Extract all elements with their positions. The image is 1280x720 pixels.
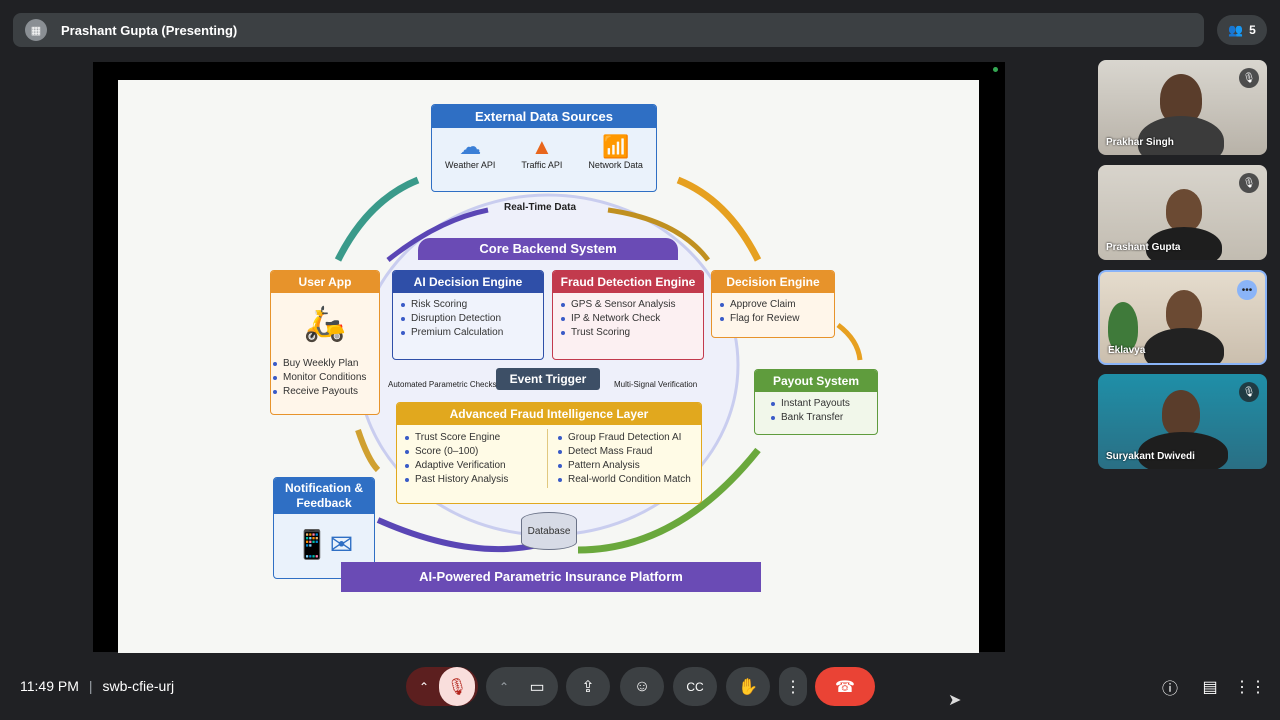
multi-signal-label: Multi-Signal Verification bbox=[614, 380, 698, 389]
more-vert-icon: ⋮ bbox=[785, 678, 801, 696]
mic-off-icon: 🎙 bbox=[1239, 382, 1259, 402]
advanced-fraud-title: Advanced Fraud Intelligence Layer bbox=[397, 403, 701, 425]
meeting-code: swb-cfie-urj bbox=[102, 678, 175, 694]
user-app-box: User App 🛵 Buy Weekly Plan Monitor Condi… bbox=[270, 270, 380, 415]
grid-icon: ⋮⋮ bbox=[1234, 679, 1266, 696]
participant-video bbox=[1162, 390, 1200, 436]
separator: | bbox=[88, 678, 93, 694]
mic-off-icon: 🎙 bbox=[1239, 68, 1259, 88]
reactions-button[interactable]: ☺ bbox=[620, 667, 664, 706]
realtime-label: Real-Time Data bbox=[504, 202, 577, 213]
chevron-up-icon[interactable]: ⌃ bbox=[418, 679, 430, 694]
present-screen-icon: ⇪ bbox=[581, 678, 595, 696]
more-options-button[interactable]: ⋮ bbox=[779, 667, 807, 706]
participant-tile-prakhar[interactable]: 🎙 Prakhar Singh bbox=[1098, 60, 1267, 155]
traffic-cone-icon: ▲ bbox=[531, 134, 553, 159]
live-indicator bbox=[993, 67, 998, 72]
slide: External Data Sources ☁Weather API ▲Traf… bbox=[118, 80, 979, 653]
external-data-box: External Data Sources ☁Weather API ▲Traf… bbox=[431, 104, 657, 192]
chat-icon: ▤ bbox=[1202, 679, 1218, 696]
participant-video bbox=[1166, 290, 1202, 334]
event-trigger: Event Trigger bbox=[496, 368, 600, 390]
hang-up-icon: ☎ bbox=[835, 678, 855, 696]
decision-engine-title: Decision Engine bbox=[712, 271, 834, 293]
chat-button[interactable]: ▤ bbox=[1199, 676, 1221, 698]
decision-engine-list: Approve Claim Flag for Review bbox=[718, 299, 834, 324]
smiley-icon: ☺ bbox=[633, 677, 651, 695]
network-data: 📶Network Data bbox=[588, 134, 643, 170]
participant-body bbox=[1144, 328, 1224, 363]
external-data-title: External Data Sources bbox=[432, 105, 656, 128]
presenter-name: Prashant Gupta (Presenting) bbox=[61, 22, 238, 38]
database-icon: Database bbox=[521, 512, 577, 550]
payout-list: Instant Payouts Bank Transfer bbox=[769, 398, 877, 423]
core-backend-title: Core Backend System bbox=[418, 238, 678, 260]
participant-body bbox=[1138, 116, 1224, 155]
participant-count: 5 bbox=[1249, 23, 1256, 37]
info-icon: ⓘ bbox=[1161, 681, 1178, 698]
notification-box: Notification & Feedback 📱✉ bbox=[273, 477, 375, 579]
phone-mail-icon: 📱✉ bbox=[294, 528, 354, 560]
cloud-rain-icon: ☁ bbox=[459, 134, 482, 159]
participant-name: Eklavya bbox=[1108, 345, 1146, 356]
mic-off-icon: 🎙 bbox=[1239, 173, 1259, 193]
presenter-avatar: ▦ bbox=[25, 19, 47, 41]
user-app-title: User App bbox=[271, 271, 379, 293]
fraud-engine-box: Fraud Detection Engine GPS & Sensor Anal… bbox=[552, 270, 704, 360]
traffic-api: ▲Traffic API bbox=[521, 134, 563, 170]
clock: 11:49 PM bbox=[20, 678, 79, 694]
meeting-details-button[interactable]: ⓘ bbox=[1159, 676, 1181, 698]
advanced-fraud-box: Advanced Fraud Intelligence Layer Trust … bbox=[396, 402, 702, 504]
payout-box: Payout System Instant Payouts Bank Trans… bbox=[754, 369, 878, 435]
ai-engine-box: AI Decision Engine Risk Scoring Disrupti… bbox=[392, 270, 544, 360]
participant-name: Prakhar Singh bbox=[1106, 137, 1174, 148]
weather-api: ☁Weather API bbox=[445, 134, 496, 170]
people-icon: 👥 bbox=[1228, 23, 1244, 37]
scooter-icon: 🛵 bbox=[303, 305, 347, 343]
ai-engine-list: Risk Scoring Disruption Detection Premiu… bbox=[399, 299, 543, 338]
more-options-icon[interactable]: ••• bbox=[1237, 280, 1257, 300]
chevron-up-icon[interactable]: ⌃ bbox=[498, 679, 510, 694]
mic-control[interactable]: ⌃ 🎙 bbox=[406, 667, 478, 706]
camera-control[interactable]: ⌃ ▭ bbox=[486, 667, 558, 706]
participant-body bbox=[1138, 432, 1228, 469]
auto-checks-label: Automated Parametric Checks bbox=[388, 380, 497, 389]
decision-engine-box: Decision Engine Approve Claim Flag for R… bbox=[711, 270, 835, 338]
participant-video bbox=[1166, 189, 1202, 231]
mouse-cursor-icon: ➤ bbox=[948, 692, 962, 709]
advanced-left-list: Trust Score Engine Score (0–100) Adaptiv… bbox=[403, 429, 549, 488]
participant-body bbox=[1146, 227, 1222, 260]
ai-engine-title: AI Decision Engine bbox=[393, 271, 543, 293]
camera-icon[interactable]: ▭ bbox=[529, 678, 545, 696]
activities-button[interactable]: ⋮⋮ bbox=[1234, 676, 1266, 698]
platform-banner: AI-Powered Parametric Insurance Platform bbox=[341, 562, 761, 592]
participant-tile-suryakant[interactable]: 🎙 Suryakant Dwivedi bbox=[1098, 374, 1267, 469]
fraud-engine-list: GPS & Sensor Analysis IP & Network Check… bbox=[559, 299, 703, 338]
present-button[interactable]: ⇪ bbox=[566, 667, 610, 706]
end-call-button[interactable]: ☎ bbox=[815, 667, 875, 706]
participant-tile-eklavya[interactable]: ••• Eklavya bbox=[1098, 270, 1267, 365]
captions-button[interactable]: CC bbox=[673, 667, 717, 706]
hand-icon: ✋ bbox=[738, 678, 758, 696]
advanced-right-list: Group Fraud Detection AI Detect Mass Fra… bbox=[556, 429, 701, 488]
antenna-icon: 📶 bbox=[601, 134, 630, 159]
plant-decoration bbox=[1108, 302, 1138, 352]
payout-title: Payout System bbox=[755, 370, 877, 392]
mic-off-button[interactable]: 🎙 bbox=[439, 667, 475, 706]
fraud-engine-title: Fraud Detection Engine bbox=[553, 271, 703, 293]
participant-name: Prashant Gupta bbox=[1106, 242, 1181, 253]
notification-title: Notification & Feedback bbox=[274, 478, 374, 514]
participants-button[interactable]: 👥 5 bbox=[1217, 15, 1267, 45]
participant-name: Suryakant Dwivedi bbox=[1106, 451, 1195, 462]
presenter-bar: ▦ Prashant Gupta (Presenting) bbox=[13, 13, 1204, 47]
participant-video bbox=[1160, 74, 1202, 124]
captions-icon: CC bbox=[686, 679, 704, 694]
participant-tile-prashant[interactable]: 🎙 Prashant Gupta bbox=[1098, 165, 1267, 260]
raise-hand-button[interactable]: ✋ bbox=[726, 667, 770, 706]
meeting-info: 11:49 PM | swb-cfie-urj bbox=[20, 678, 174, 694]
user-app-list: Buy Weekly Plan Monitor Conditions Recei… bbox=[271, 358, 379, 397]
